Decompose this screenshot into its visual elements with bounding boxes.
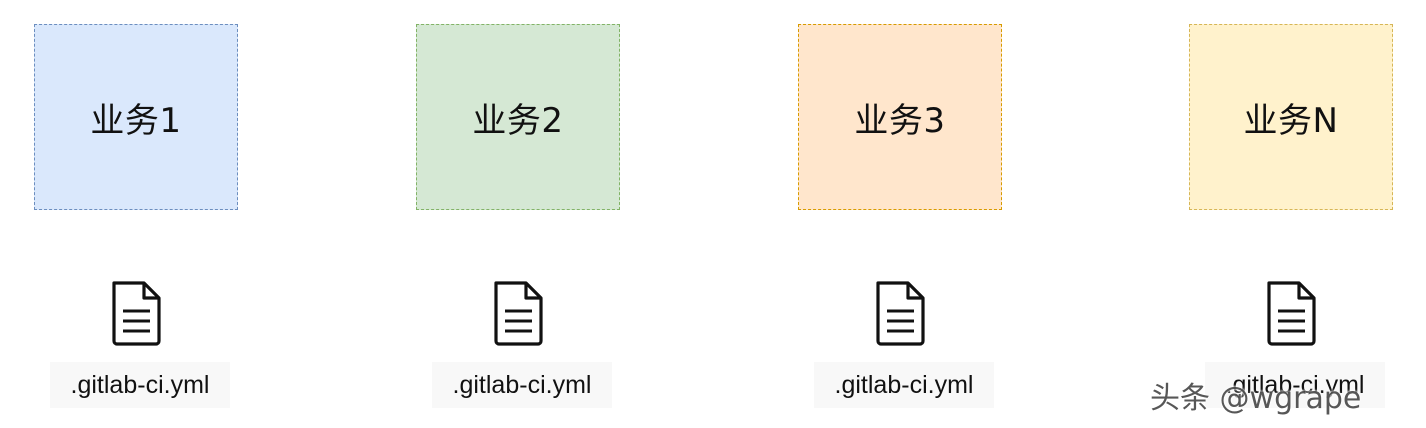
- file-name-label: .gitlab-ci.yml: [50, 362, 230, 408]
- file-document-icon: [494, 281, 543, 346]
- file-document-icon: [1267, 281, 1316, 346]
- service-box-3: 业务3: [798, 24, 1002, 210]
- service-label: 业务2: [472, 100, 564, 141]
- file-name-label: .gitlab-ci.yml: [814, 362, 994, 408]
- service-label: 业务3: [854, 100, 946, 141]
- service-label: 业务1: [90, 100, 182, 141]
- file-document-icon: [112, 281, 161, 346]
- service-box-1: 业务1: [34, 24, 238, 210]
- watermark: 头条 @wgrape: [1150, 381, 1362, 416]
- service-label: 业务N: [1243, 100, 1339, 141]
- file-document-icon: [876, 281, 925, 346]
- file-name-label: .gitlab-ci.yml: [432, 362, 612, 408]
- service-box-2: 业务2: [416, 24, 620, 210]
- file-name-label: .gitlab-ci.yml: [1205, 362, 1385, 408]
- service-box-n: 业务N: [1189, 24, 1393, 210]
